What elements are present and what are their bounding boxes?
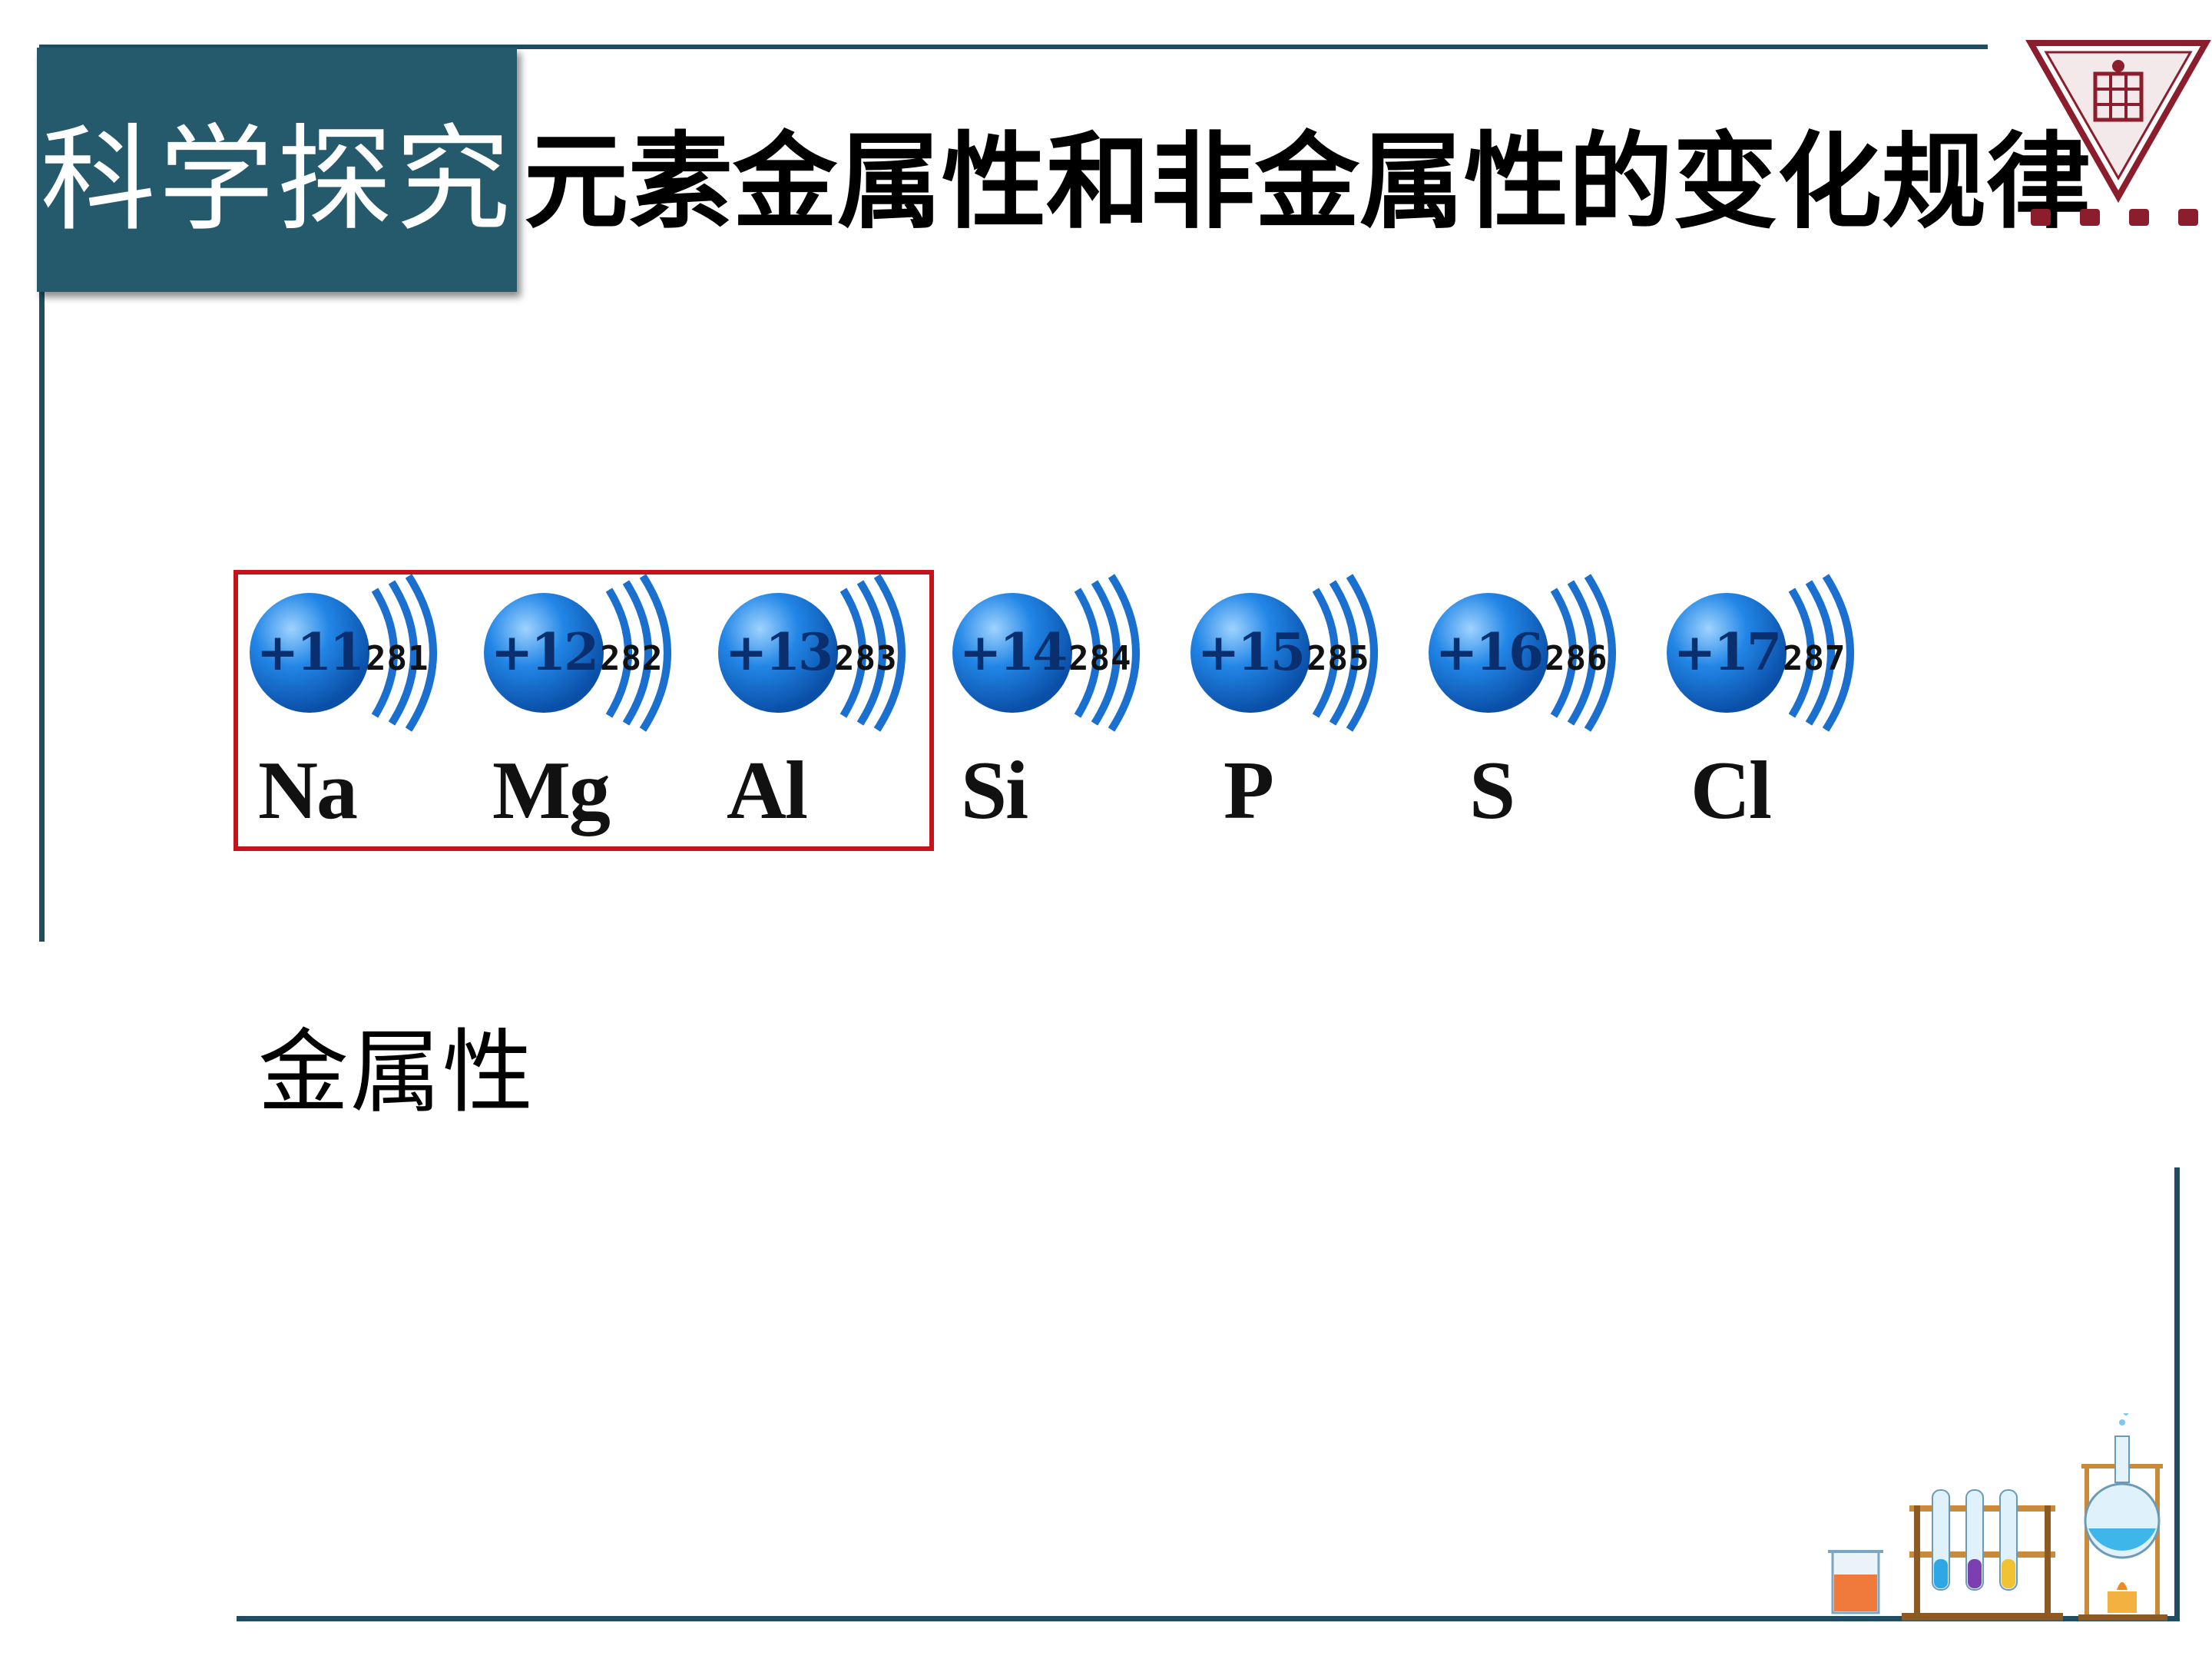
nuclear-charge: +17 xyxy=(1673,622,1782,682)
electron-shells: 281 xyxy=(366,639,429,678)
electron-shells: 287 xyxy=(1783,639,1846,678)
element-symbol: Na xyxy=(258,745,358,836)
school-logo xyxy=(2025,38,2212,230)
slide-title: 元素金属性和非金属性的变化规律 xyxy=(524,121,2091,243)
atom-cl: +17 287 Cl xyxy=(1661,574,1869,851)
nuclear-charge: +16 xyxy=(1435,622,1544,682)
nuclear-charge: +14 xyxy=(959,622,1068,682)
atom-diagram-icon xyxy=(718,574,906,732)
section-tag: 科学探究 xyxy=(37,48,517,292)
school-emblem-icon xyxy=(2025,40,2211,226)
electron-shells: 284 xyxy=(1068,639,1132,678)
atom-structure-strip: +11 281 Na +12 282 Mg +13 283 xyxy=(244,574,1911,851)
atom-mg: +12 282 Mg xyxy=(478,574,686,851)
atom-diagram-icon xyxy=(484,574,671,732)
nuclear-charge: +12 xyxy=(490,622,599,682)
electron-shells: 283 xyxy=(834,639,898,678)
element-symbol: Cl xyxy=(1690,745,1772,836)
element-symbol: Mg xyxy=(492,745,611,836)
electron-shells: 285 xyxy=(1306,639,1370,678)
frame-top-line xyxy=(45,45,1988,49)
nuclear-charge: +15 xyxy=(1197,622,1306,682)
atom-s: +16 286 S xyxy=(1423,574,1631,851)
section-label: 金属性 xyxy=(258,1019,535,1125)
element-symbol: Si xyxy=(961,745,1028,836)
nuclear-charge: +13 xyxy=(724,622,833,682)
atom-diagram-icon xyxy=(952,574,1140,732)
atom-diagram-icon xyxy=(1667,574,1854,732)
atom-p: +15 285 P xyxy=(1185,574,1392,851)
atom-si: +14 284 Si xyxy=(947,574,1154,851)
frame-bottom-line xyxy=(237,1616,2180,1621)
electron-shells: 282 xyxy=(600,639,664,678)
nuclear-charge: +11 xyxy=(256,622,365,682)
atom-al: +13 283 Al xyxy=(713,574,920,851)
section-tag-label: 科学探究 xyxy=(40,113,514,247)
electron-shells: 286 xyxy=(1545,639,1608,678)
atom-diagram-icon xyxy=(1429,574,1616,732)
atom-na: +11 281 Na xyxy=(244,574,452,851)
element-symbol: P xyxy=(1224,745,1274,836)
lab-equipment-illustration xyxy=(1825,1411,2194,1621)
element-symbol: S xyxy=(1469,745,1515,836)
atom-diagram-icon xyxy=(250,574,437,732)
element-symbol: Al xyxy=(727,745,808,836)
metals-highlight-box xyxy=(233,570,934,851)
frame-right-line xyxy=(2174,1167,2180,1619)
lab-equipment-icon xyxy=(1828,1411,2167,1621)
atom-diagram-icon xyxy=(1190,574,1378,732)
frame-left-line xyxy=(39,45,45,942)
